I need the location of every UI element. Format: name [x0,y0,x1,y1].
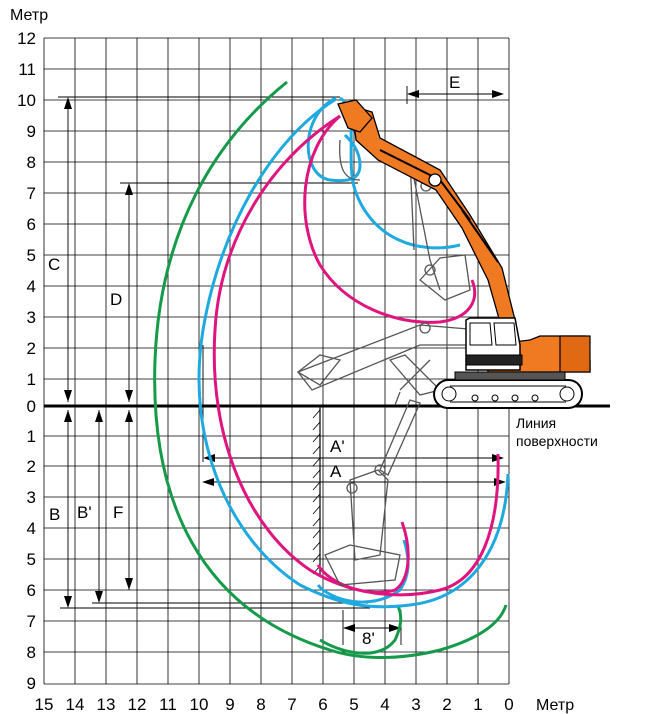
y-tick: 3 [27,308,36,327]
x-tick: 6 [318,695,327,714]
dimension-letters: C D B B' F E A' A 8' [48,73,460,648]
reach-envelope-outer-bucket [319,605,403,655]
reach-envelope-inner-upper [303,114,477,324]
excavator-icon [296,99,591,586]
x-tick: 9 [225,695,234,714]
y-tick: 7 [27,184,36,203]
x-tick: 7 [287,695,296,714]
x-tick: 11 [159,695,177,714]
y-tick: 8 [27,643,36,662]
label-B-prime: B' [77,503,92,522]
label-F: F [113,503,123,522]
y-tick: 1 [27,427,36,446]
ground-label-line2: поверхности [516,433,598,449]
y-axis-upper: 12 11 10 9 8 7 6 5 4 3 2 1 0 [17,29,36,416]
y-tick: 4 [27,277,36,296]
y-tick: 11 [18,60,36,79]
x-tick: 10 [190,695,209,714]
x-tick: 14 [66,695,85,714]
x-tick: 15 [35,695,54,714]
track [432,379,584,409]
y-tick: 2 [27,339,36,358]
y-tick: 9 [27,122,36,141]
y-tick: 7 [27,612,36,631]
bucket-upper [337,99,373,133]
counterweight [559,335,591,373]
y-tick: 4 [27,519,36,538]
y-tick: 12 [17,29,36,48]
reach-envelope-inner-bucket [316,521,410,594]
ghost-arm-lower [324,359,431,586]
cab-base [465,354,523,366]
grid [43,37,510,685]
trench-wall [312,406,321,575]
y-tick: 0 [27,397,36,416]
y-tick: 3 [27,488,36,507]
track-inner [450,385,566,403]
x-tick: 3 [411,695,420,714]
y-tick: 8 [27,153,36,172]
label-E: E [449,73,460,92]
y-tick: 6 [27,215,36,234]
ground-label-line1: Линия [516,415,556,431]
x-tick: 1 [473,695,482,714]
label-B: B [49,505,60,524]
label-A: A [330,462,342,481]
x-tick: 2 [442,695,451,714]
y-axis-lower: 1 2 3 4 5 6 7 8 9 [27,427,36,693]
track-rollers [441,386,575,402]
label-C: C [48,255,60,274]
track-top [454,371,566,381]
reach-envelope-outer [153,80,508,659]
label-8-prime: 8' [362,629,375,648]
x-tick: 0 [504,695,513,714]
dimension-lines [58,86,504,645]
x-tick: 13 [97,695,116,714]
label-D: D [110,290,122,309]
y-tick: 5 [27,550,36,569]
x-tick: 12 [128,695,147,714]
x-axis-unit: Метр [536,697,574,714]
label-A-prime: A' [330,437,345,456]
x-tick: 8 [256,695,265,714]
y-tick: 5 [27,246,36,265]
cab-window [469,322,517,346]
y-tick: 2 [27,457,36,476]
boom [351,105,516,323]
y-tick: 10 [17,91,36,110]
reach-envelope-middle [197,97,510,609]
reach-envelope-middle-bucket [316,539,410,604]
x-tick: 4 [380,695,389,714]
x-tick: 5 [349,695,358,714]
y-tick: 9 [27,674,36,693]
reach-envelope-inner [212,114,500,597]
y-axis-unit: Метр [10,7,48,24]
y-tick: 6 [27,581,36,600]
x-axis: 15 14 13 12 11 10 9 8 7 6 5 4 3 2 1 0 [35,695,514,714]
y-tick: 1 [27,370,36,389]
